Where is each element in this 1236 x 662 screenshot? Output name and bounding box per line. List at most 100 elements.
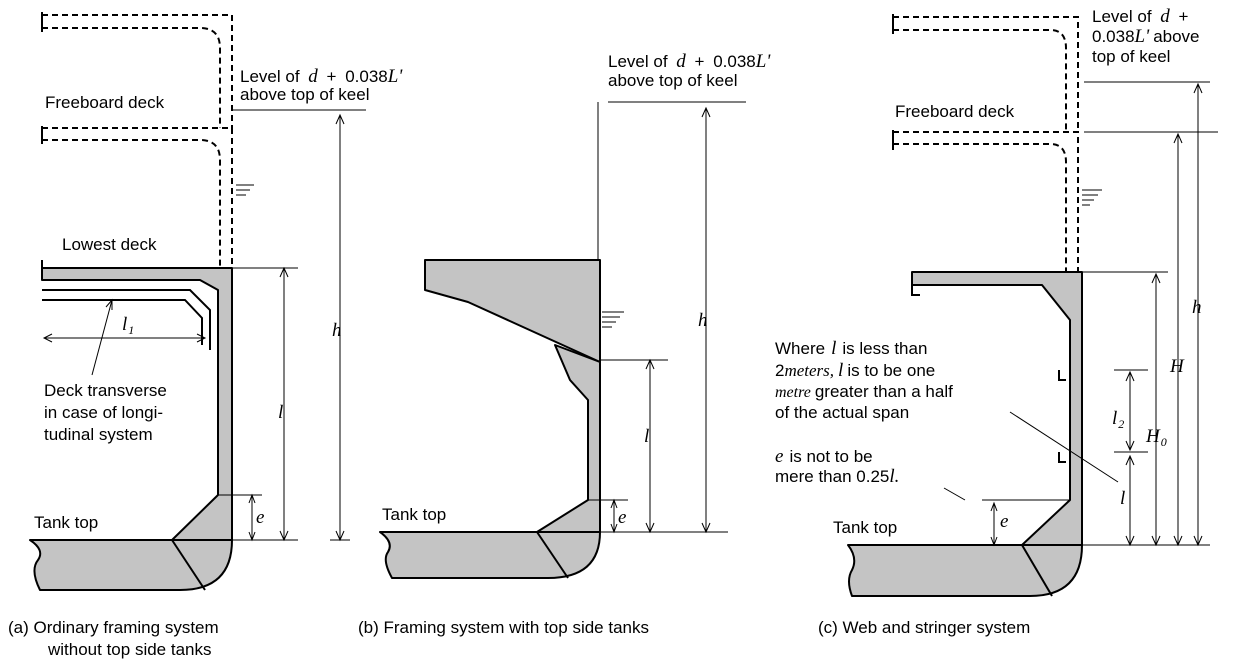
level-label-a-line2: above top of keel (240, 85, 369, 104)
deck-transverse-note-1: Deck transverse (44, 381, 167, 400)
symbol-l-a: l (278, 402, 283, 423)
symbol-l-b: l (644, 426, 649, 447)
h-arrow-bot-a (335, 530, 345, 542)
l-arrow-bot-c (1125, 535, 1135, 547)
symbol-e-a: e (256, 507, 264, 528)
e-arrow-top-c (990, 501, 998, 512)
upper-deck-dashed-inner-c (893, 29, 1067, 132)
bracket-line-b (536, 531, 569, 579)
l-arrow-top-b (645, 358, 655, 370)
waterline-b (602, 311, 624, 328)
topside-tank-b (424, 259, 601, 363)
caption-c: (c) Web and stringer system (818, 618, 1030, 637)
pointer-arrow-a (105, 298, 113, 310)
H-arrow-top-c (1173, 132, 1183, 144)
panel-c (847, 14, 1218, 597)
upper-deck-dashed-outline-a (42, 14, 233, 128)
freeboard-deck-dashed-c (893, 131, 1079, 272)
symbol-l1-a: l1 (122, 314, 134, 337)
where-note-line4: of the actual span (775, 403, 909, 422)
symbol-H0-c: H0 (1145, 426, 1167, 449)
side-frame-c (911, 271, 1083, 546)
l-dim-a (232, 267, 298, 541)
symbol-h-c: h (1192, 297, 1202, 318)
e-arrow-top-a (248, 493, 256, 504)
symbol-e-b: e (618, 507, 626, 528)
h-arrow-top-c (1193, 82, 1203, 94)
tank-top-label-a: Tank top (34, 513, 98, 532)
level-label-b-line2: above top of keel (608, 71, 737, 90)
caption-a-line2: without top side tanks (47, 640, 211, 659)
deck-transverse-a (42, 289, 211, 350)
h-arrow-bot-c (1193, 535, 1203, 547)
waterline-c (1082, 189, 1102, 206)
H0-arrow-top-c (1151, 272, 1161, 284)
freeboard-deck-dashed-inner-a (42, 139, 221, 268)
caption-b: (b) Framing system with top side tanks (358, 618, 649, 637)
e-dim-b (588, 499, 628, 532)
caption-a-line1: (a) Ordinary framing system (8, 618, 219, 637)
level-label-c-line2: 0.038L'above (1092, 26, 1200, 47)
symbol-l-c: l (1120, 488, 1125, 509)
l-arrow-top-a (279, 266, 289, 278)
deck-transverse-note-3: tudinal system (44, 425, 153, 444)
tank-top-label-b: Tank top (382, 505, 446, 524)
e-pointer-c (943, 487, 966, 501)
l1-arrow-right-a (196, 333, 207, 343)
level-label-c-line3: top of keel (1092, 47, 1170, 66)
l-arrow-bot-a (279, 530, 289, 542)
level-label-a-line1: Level of d + 0.038L' (240, 66, 403, 87)
e-arrow-bot-b (610, 523, 618, 534)
H0-arrow-bot-c (1151, 535, 1161, 547)
upper-deck-dashed-inner-a (42, 27, 221, 128)
bottom-hull-a (29, 539, 233, 591)
h-arrow-top-a (335, 113, 345, 125)
h-dim-b (598, 108, 728, 533)
symbol-H-c: H (1169, 356, 1185, 377)
level-label-c-line1: Level of d + (1092, 6, 1189, 27)
panel-a (29, 12, 366, 591)
symbol-h-a: h (332, 320, 342, 341)
h-arrow-bot-b (701, 522, 711, 534)
freeboard-deck-dashed-inner-c (893, 143, 1067, 272)
symbol-h-b: h (698, 310, 708, 331)
l2-dim-c (1114, 369, 1148, 453)
bottom-hull-c (847, 544, 1083, 597)
l2-arrow-top-c (1125, 370, 1135, 382)
e-note-line2: mere than 0.25l. (775, 466, 899, 487)
e-dim-c (982, 499, 1070, 545)
bracket-line-c (1021, 544, 1053, 597)
stringer-mark-c1 (1058, 370, 1066, 381)
symbol-l2-c: l2 (1112, 408, 1124, 431)
waterline-a (236, 184, 254, 196)
l1-arrow-left-a (42, 333, 53, 343)
l-arrow-bot-b (645, 522, 655, 534)
l2-arrow-bot-c (1125, 440, 1135, 452)
deck-stub-tick-c (911, 285, 920, 296)
e-arrow-top-b (610, 498, 618, 509)
panel-b (379, 101, 746, 579)
stringer-mark-c2 (1058, 452, 1066, 463)
e-arrow-bot-c (990, 536, 998, 547)
bracket-line-a (171, 539, 206, 591)
tank-top-label-c: Tank top (833, 518, 897, 537)
l-arrow-top-c (1125, 454, 1135, 466)
l-dim-b (600, 359, 668, 532)
deck-transverse-note-2: in case of longi- (44, 403, 163, 422)
freeboard-deck-label-a: Freeboard deck (45, 93, 165, 112)
freeboard-deck-label-c: Freeboard deck (895, 102, 1015, 121)
symbol-e-c: e (1000, 511, 1008, 532)
h-arrow-top-b (701, 106, 711, 118)
e-dim-a (218, 494, 262, 540)
upper-deck-dashed-outline-c (893, 16, 1079, 132)
bottom-hull-b (379, 531, 601, 579)
side-frame-b (536, 344, 601, 533)
lowest-deck-label-a: Lowest deck (62, 235, 157, 254)
e-arrow-bot-a (248, 531, 256, 542)
level-label-b-line1: Level of d + 0.038L' (608, 51, 771, 72)
